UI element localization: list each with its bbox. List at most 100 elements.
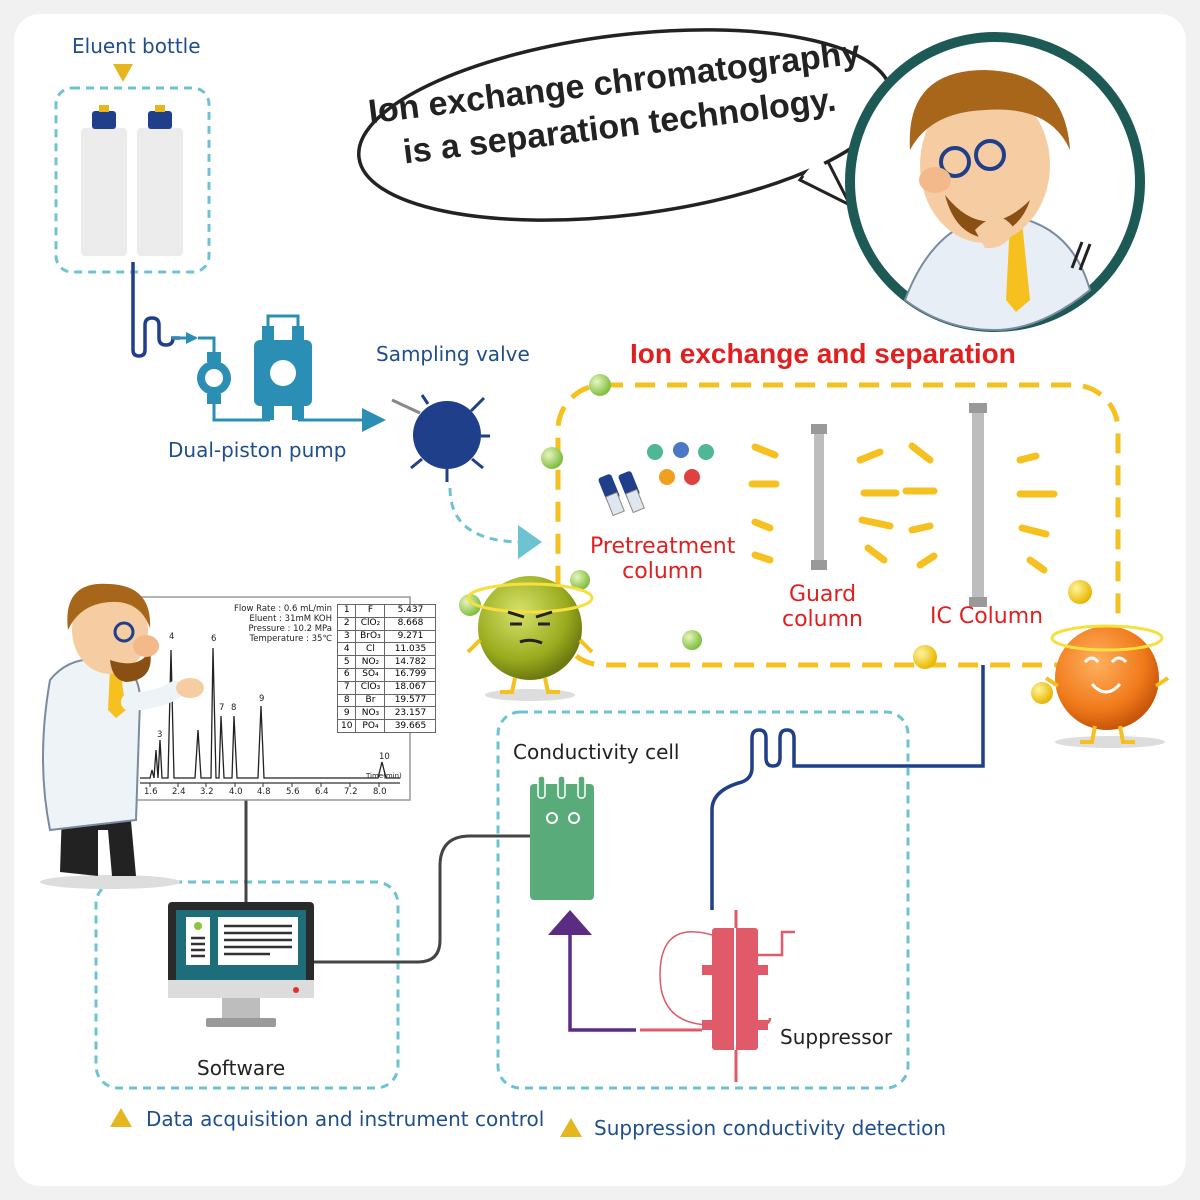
x-axis-label: Time(min) [366,772,402,780]
peak-table-cell-n: 8 [336,693,357,708]
x-tick-label: 6.4 [315,787,329,797]
coin-ion [913,645,937,669]
peak-table-cell-value: 18.067 [384,680,437,695]
monitor-panel-dot [194,922,202,930]
peak-table-cell-n: 10 [336,719,357,733]
peak-table-cell-ion: ClO₂ [355,616,386,631]
peak-label: 7 [219,703,225,713]
bottle-2 [137,128,183,256]
orange-ion-mouth [1090,682,1122,694]
scientist-face [72,586,148,674]
eluent-pipe [131,262,180,358]
suppressor-loop-right [757,930,795,1027]
valve-to-column-arrow [518,525,542,559]
green-ion-brow-left [507,610,525,619]
eluent-pointer-triangle [113,64,133,82]
scientist-hair [67,583,151,630]
computer-monitor [168,902,314,1027]
speech-bubble-tail-cover [803,156,843,196]
eluent-bottle-label: Eluent bottle [72,34,201,58]
pump-top-loop [266,314,300,326]
guard-column-cap-bottom [811,560,827,570]
suppression-detection-label: Suppression conductivity detection [594,1116,947,1140]
pretreatment-line-1: Pretreatment [590,534,736,559]
ion-exchange-dashed-box [555,382,1121,668]
ic-column-cap-bottom [969,597,987,607]
condition-flow-rate: Flow Rate : 0.6 mL/min [234,604,332,614]
conductivity-cell-label: Conductivity cell [513,740,680,764]
pump-body-window [270,360,296,386]
coin-ion [1068,580,1092,604]
cell-to-monitor-cable [314,834,530,964]
condition-eluent: Eluent : 31mM KOH [249,614,332,624]
suppressor-loop-left [659,931,713,1026]
monitor-text-lines [191,924,292,958]
peak-table-cell-value: 19.577 [384,693,437,708]
coin-ion [1031,682,1053,704]
ic-column-cap-top [969,403,987,413]
ion-ball [589,374,611,396]
orange-ion-eye-left [1083,656,1100,664]
filter-disc-blue [673,442,689,458]
peak-label: 4 [169,632,175,642]
suppressor-port-left-top [702,965,714,975]
sampling-valve-body [413,401,481,469]
speech-bubble [357,28,893,222]
pump-check-valve-top [207,352,221,362]
filter-body-1 [605,491,625,517]
guard-column [811,424,827,570]
guard-column-tube [814,430,824,565]
peak-table-cell-n: 1 [336,604,357,618]
cell-port-2 [568,812,580,824]
filter-disc-green-1 [647,444,663,460]
peak-table-cell-value: 23.157 [384,706,437,721]
orange-ion-halo [1050,624,1164,652]
dual-piston-pump-label: Dual-piston pump [168,438,347,462]
peak-table-cell-ion: BrO₃ [355,629,386,644]
suppressor [640,910,795,1082]
cell-pin-1 [537,775,546,799]
guard-column-label: Guard column [782,582,863,633]
cell-pin-2 [557,775,566,799]
chromatogram-trace [140,647,400,779]
peak-table-cell-ion: NO₂ [355,655,386,669]
pump-inlet-arrow [186,332,198,344]
green-ion-halo [466,582,594,614]
guard-line-2: column [782,607,863,633]
peak-table-cell-value: 11.035 [384,642,437,657]
pump-foot-left [262,406,274,420]
peak-label: 8 [231,703,237,713]
scientist-hand [176,678,204,698]
scientist-arm [121,681,184,711]
portrait-tie [1006,222,1030,312]
peak-table-cell-ion: NO₃ [355,706,386,721]
bottle-1 [81,128,127,256]
guard-line-1: Guard [788,582,857,607]
bottle-2-cap [148,111,172,129]
pump-head-left [262,326,274,340]
x-tick-label: 1.6 [144,787,158,797]
peak-table-cell-value: 8.668 [384,616,437,631]
ion-ball [682,630,702,650]
scientist-presenting [40,583,204,889]
portrait-nose [919,167,951,193]
peak-table-cell-n: 9 [336,706,357,721]
detection-dashed-box [496,710,910,1090]
peak-table-cell-value: 9.271 [384,629,437,644]
professor-portrait [845,32,1145,332]
suppressor-port-right-bottom [756,1020,768,1030]
pump-check-valve-inner [205,369,223,387]
portrait-pen-2 [1078,243,1092,271]
peak-table-cell-n: 7 [336,680,357,695]
peak-label: 9 [259,694,265,704]
pump-foot-right [292,406,304,420]
pretreatment-column-label: Pretreatment column [590,534,735,585]
suppressor-port-right-top [756,965,768,975]
